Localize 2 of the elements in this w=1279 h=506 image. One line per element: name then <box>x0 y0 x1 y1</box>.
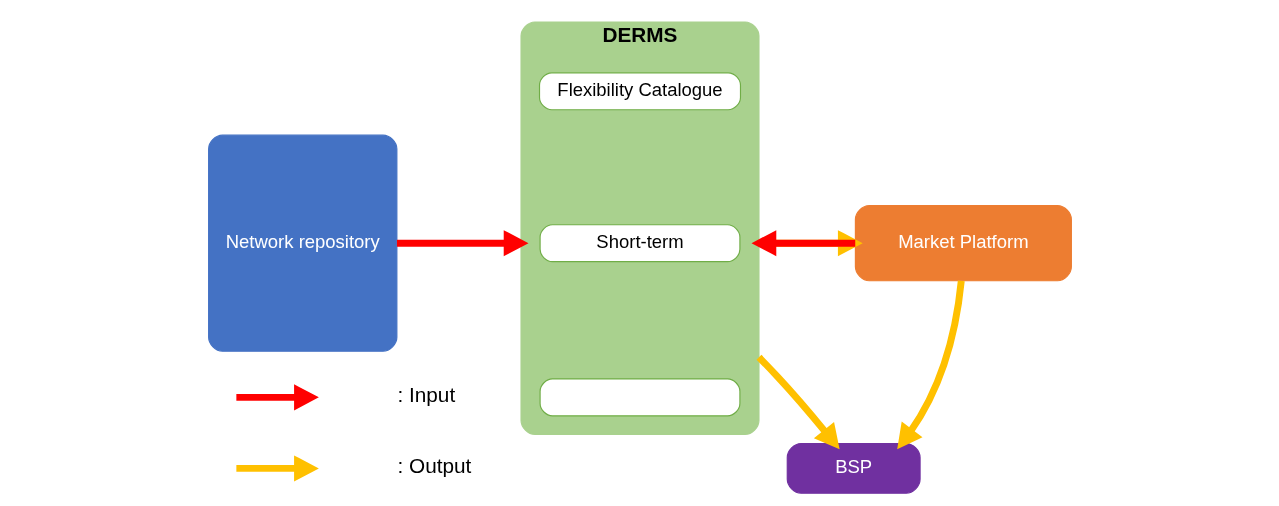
legend-label: : Input <box>396 383 455 407</box>
legend-label: : Output <box>396 454 471 478</box>
